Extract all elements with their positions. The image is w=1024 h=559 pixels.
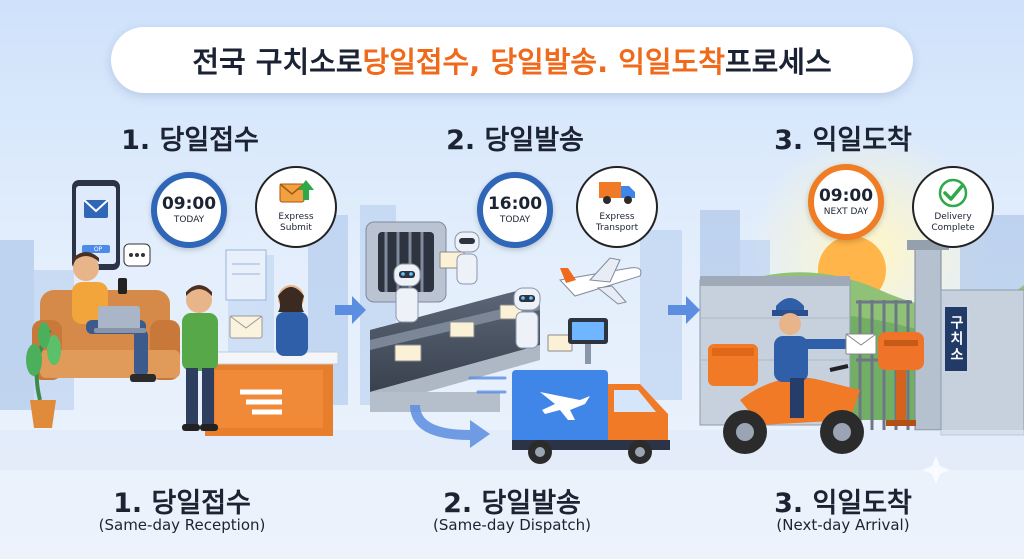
step-2-subtitle: (Same-day Dispatch) bbox=[433, 516, 591, 534]
bubble-text-line-1: Delivery bbox=[934, 212, 972, 222]
prison-sign: 구치소 bbox=[943, 305, 969, 373]
title-part-2: 당일접수, 당일발송. bbox=[362, 45, 609, 79]
tablet-device bbox=[72, 180, 120, 270]
clock-time: 16:00 bbox=[487, 194, 543, 214]
robot-top bbox=[454, 231, 480, 285]
bubble-text-line-1: Express bbox=[278, 212, 314, 222]
step-3-bottom-label: 3. 익일도착 bbox=[774, 488, 912, 519]
mailbox bbox=[878, 332, 924, 426]
envelope-icon bbox=[229, 315, 263, 339]
sparkle-icon bbox=[922, 456, 950, 484]
terminal-screen bbox=[568, 318, 608, 364]
step-3-subtitle: (Next-day Arrival) bbox=[776, 516, 910, 534]
title-part-3 bbox=[608, 43, 618, 77]
bubble-text-line-2: Submit bbox=[280, 223, 312, 233]
clock-time: 09:00 bbox=[161, 194, 217, 214]
reception-counter bbox=[199, 351, 339, 436]
clock-day: TODAY bbox=[499, 215, 531, 225]
customer bbox=[182, 285, 218, 431]
title-part-5: 프로세스 bbox=[724, 45, 832, 79]
conveyor-belt bbox=[370, 290, 540, 412]
bubble-delivery-complete: Delivery Complete bbox=[912, 166, 994, 248]
curved-arrow-icon bbox=[410, 405, 490, 448]
bubble-express-transport: Express Transport bbox=[576, 166, 658, 248]
step-2-top-label: 2. 당일발송 bbox=[446, 125, 584, 156]
clock-step-2: 16:00 TODAY bbox=[477, 172, 553, 248]
checkmark-icon bbox=[938, 178, 968, 208]
delivery-rider bbox=[772, 298, 851, 418]
step-1-top-label: 1. 당일접수 bbox=[121, 125, 259, 156]
robot-left bbox=[393, 263, 421, 323]
bubble-express-submit: Express Submit bbox=[255, 166, 337, 248]
bubble-text-line-2: Complete bbox=[931, 223, 975, 233]
clock-day: TODAY bbox=[173, 215, 205, 225]
truck-icon bbox=[599, 182, 635, 204]
bubble-text-line-2: Transport bbox=[595, 223, 639, 233]
phone-button-label: OP bbox=[93, 246, 103, 253]
bubble-text-line-1: Express bbox=[599, 212, 635, 222]
page-title: 전국 구치소로 당일접수, 당일발송. 익일도착 프로세스 bbox=[111, 27, 913, 93]
step-1-bottom-label: 1. 당일접수 bbox=[113, 488, 251, 519]
plant bbox=[26, 322, 61, 428]
delivery-truck bbox=[468, 370, 670, 464]
airplane-icon bbox=[558, 257, 642, 305]
clerk bbox=[276, 285, 308, 356]
title-part-4: 익일도착 bbox=[618, 45, 725, 79]
clock-step-1: 09:00 TODAY bbox=[151, 172, 227, 248]
arrow-right-icon bbox=[335, 296, 366, 324]
envelope-upload-icon bbox=[279, 180, 314, 203]
title-part-1: 전국 구치소로 bbox=[192, 45, 363, 79]
clock-day: NEXT DAY bbox=[823, 207, 869, 217]
step-3-top-label: 3. 익일도착 bbox=[774, 125, 912, 156]
robot-right bbox=[513, 287, 541, 349]
step-2-bottom-label: 2. 당일발송 bbox=[443, 488, 581, 519]
clock-step-3: 09:00 NEXT DAY bbox=[808, 164, 884, 240]
arrow-right-icon-2 bbox=[668, 296, 700, 324]
clock-time: 09:00 bbox=[818, 186, 874, 206]
step-1-subtitle: (Same-day Reception) bbox=[98, 516, 266, 534]
person-laptop bbox=[72, 252, 156, 382]
